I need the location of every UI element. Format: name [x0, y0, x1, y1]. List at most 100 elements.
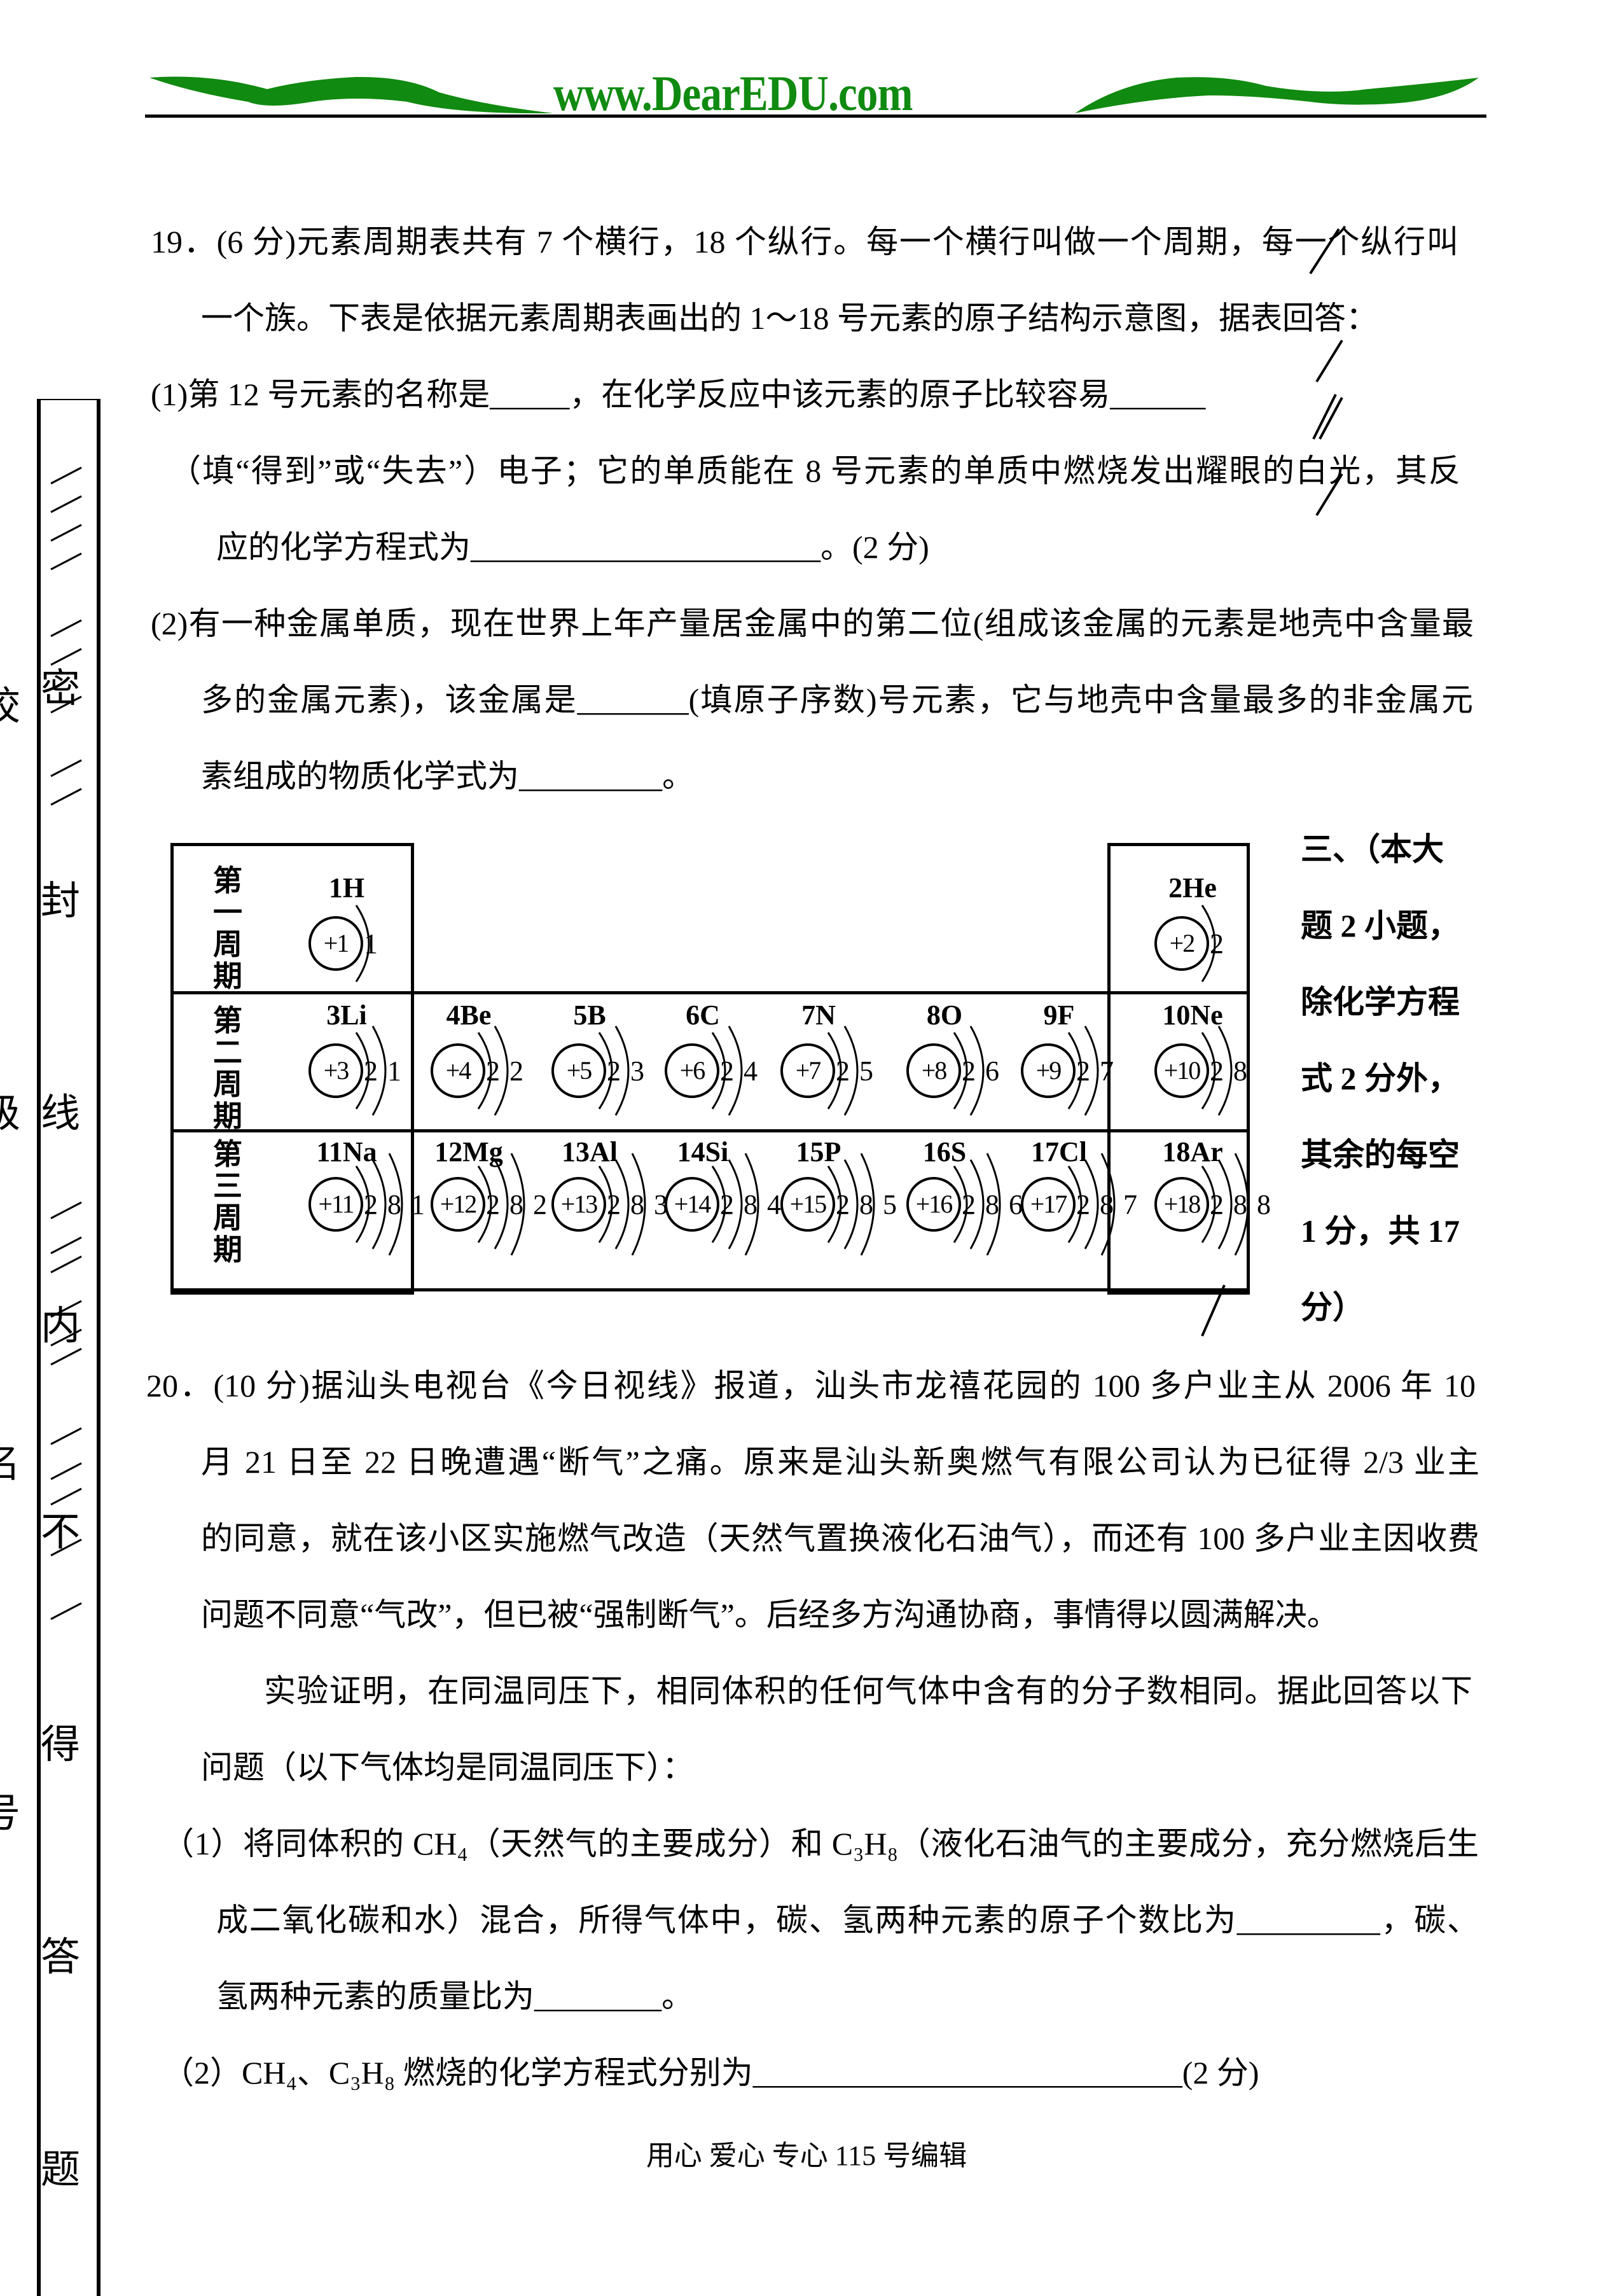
element-symbol: 16S — [922, 1136, 967, 1167]
electron-shell-arc — [388, 1153, 403, 1256]
atomic-nucleus: +18 — [1154, 1177, 1209, 1232]
seal-char: 封 — [40, 880, 80, 923]
electron-shell-arc — [1201, 905, 1216, 982]
electron-shell-arc — [598, 1165, 613, 1243]
element-symbol: 3Li — [326, 999, 367, 1031]
info-label-cut: 校 — [0, 685, 21, 728]
electron-shell-arc — [969, 1159, 985, 1249]
electron-shell-counts: 2 8 — [1210, 1055, 1249, 1087]
electron-shell-counts: 2 8 5 — [836, 1189, 898, 1220]
element-symbol: 11Na — [316, 1136, 377, 1167]
table-left-block — [170, 843, 414, 1295]
electron-shell-counts: 2 6 — [962, 1055, 1000, 1087]
section-note-line: 除化学方程 — [1301, 984, 1460, 1020]
electron-shell-counts: 2 3 — [607, 1055, 646, 1087]
electron-shell-counts: 1 — [364, 928, 379, 959]
section-note-line: 其余的每空 — [1301, 1137, 1460, 1172]
slash-mark — [50, 1427, 82, 1445]
atomic-nucleus: +12 — [431, 1177, 485, 1232]
slash-mark — [50, 1487, 82, 1506]
element-symbol: 8O — [926, 999, 963, 1031]
period-label: 第三周期 — [213, 1138, 242, 1266]
slash-mark — [50, 619, 82, 637]
slash-mark — [50, 788, 82, 806]
element-symbol: 14Si — [677, 1136, 729, 1167]
atomic-nucleus: +9 — [1021, 1043, 1076, 1098]
seal-char: 密 — [40, 667, 80, 711]
section-note-line: 题 2 小题， — [1301, 908, 1460, 943]
table-right-block — [1107, 843, 1250, 1295]
element-symbol: 2He — [1168, 872, 1217, 903]
electron-shell-counts: 2 8 8 — [1210, 1189, 1272, 1220]
question-text-line: 19．(6 分)元素周期表共有 7 个横行，18 个纵行。每一个横行叫做一个周期… — [151, 224, 1458, 260]
slash-mark — [50, 1328, 82, 1347]
electron-shell-arc — [477, 1032, 492, 1110]
seal-char: 不 — [40, 1511, 80, 1554]
electron-shell-arc — [355, 905, 370, 982]
question-text-line: 问题不同意“气改”，但已被“强制断气”。后经多方沟通协商，事情得以圆满解决。 — [201, 1597, 1339, 1632]
electron-shell-arc — [614, 1159, 630, 1249]
electron-shell-arc — [494, 1159, 509, 1249]
electron-shell-counts: 2 8 1 — [364, 1189, 426, 1220]
page-footer: 用心 爱心 专心 115 号编辑 — [646, 2140, 967, 2171]
electron-shell-arc — [711, 1165, 726, 1243]
slash-mark — [50, 552, 82, 571]
element-symbol: 17Cl — [1031, 1136, 1087, 1167]
electron-shell-arc — [728, 1026, 743, 1116]
info-label-cut: 号 — [0, 1792, 21, 1835]
electron-shell-arc — [1100, 1153, 1116, 1256]
slash-mark — [50, 1347, 82, 1366]
slash-mark — [50, 1201, 82, 1220]
question-text-line: (2)有一种金属单质，现在世界上年产量居金属中的第二位(组成该金属的元素是地壳中… — [151, 606, 1474, 641]
seal-char: 题 — [40, 2148, 80, 2192]
slash-mark — [50, 466, 82, 485]
electron-shell-arc — [986, 1153, 1001, 1256]
slash-mark — [50, 524, 82, 542]
element-symbol: 18Ar — [1162, 1136, 1223, 1167]
question-text-line: 20．(10 分)据汕头电视台《今日视线》报道，汕头市龙禧花园的 100 多户业… — [146, 1368, 1476, 1403]
slash-mark — [50, 495, 82, 513]
atomic-nucleus: +7 — [780, 1043, 835, 1098]
slash-mark — [50, 1236, 82, 1255]
question-text-line: 月 21 日至 22 日晚遭遇“断气”之痛。原来是汕头新奥燃气有限公司认为已征得… — [201, 1444, 1479, 1480]
atomic-nucleus: +4 — [431, 1043, 485, 1098]
period-label: 第二周期 — [213, 1005, 242, 1132]
element-symbol: 9F — [1043, 999, 1075, 1031]
electron-shell-arc — [827, 1032, 842, 1110]
element-symbol: 7N — [801, 999, 836, 1031]
section-note-line: 1 分，共 17 — [1301, 1213, 1460, 1249]
header-rule — [145, 115, 1486, 118]
atomic-nucleus: +6 — [665, 1043, 719, 1098]
green-swoosh-decoration — [149, 76, 1479, 114]
seal-slash-marks — [50, 466, 82, 1620]
question-text-line: 一个族。下表是依据元素周期表画出的 1～18 号元素的原子结构示意图，据表回答： — [201, 300, 1378, 336]
electron-shell-arc — [494, 1026, 509, 1116]
slash-mark — [50, 1538, 82, 1557]
atomic-nucleus: +14 — [665, 1177, 719, 1232]
atomic-nucleus: +10 — [1154, 1043, 1209, 1098]
electron-shell-arc — [1201, 1032, 1216, 1110]
electron-shell-arc — [843, 1159, 859, 1249]
electron-shell-counts: 2 — [1210, 928, 1225, 959]
seal-char: 得 — [40, 1723, 80, 1767]
section-note-line: 式 2 分外， — [1301, 1061, 1460, 1096]
atomic-nucleus: +13 — [551, 1177, 606, 1232]
info-label-cut: 级 — [0, 1092, 21, 1136]
electron-shell-arc — [1084, 1159, 1099, 1249]
electron-shell-arc — [1217, 1159, 1233, 1249]
electron-shell-arc — [843, 1026, 859, 1116]
element-symbol: 13Al — [562, 1136, 618, 1167]
electron-shell-arc — [1067, 1165, 1083, 1243]
electron-shell-counts: 2 8 2 — [486, 1189, 548, 1220]
electron-shell-arc — [1067, 1032, 1083, 1110]
electron-shell-arc — [953, 1032, 968, 1110]
question-text-line: 实验证明，在同温同压下，相同体积的任何气体中含有的分子数相同。据此回答以下 — [264, 1673, 1472, 1709]
electron-shell-arc — [1084, 1026, 1099, 1116]
electron-shell-counts: 2 5 — [836, 1055, 875, 1087]
atomic-nucleus: +2 — [1154, 916, 1209, 971]
atomic-nucleus: +3 — [308, 1043, 363, 1098]
electron-shell-arc — [598, 1032, 613, 1110]
seal-char: 答 — [40, 1936, 80, 1979]
slash-mark — [50, 648, 82, 666]
electron-shell-arc — [614, 1026, 630, 1116]
